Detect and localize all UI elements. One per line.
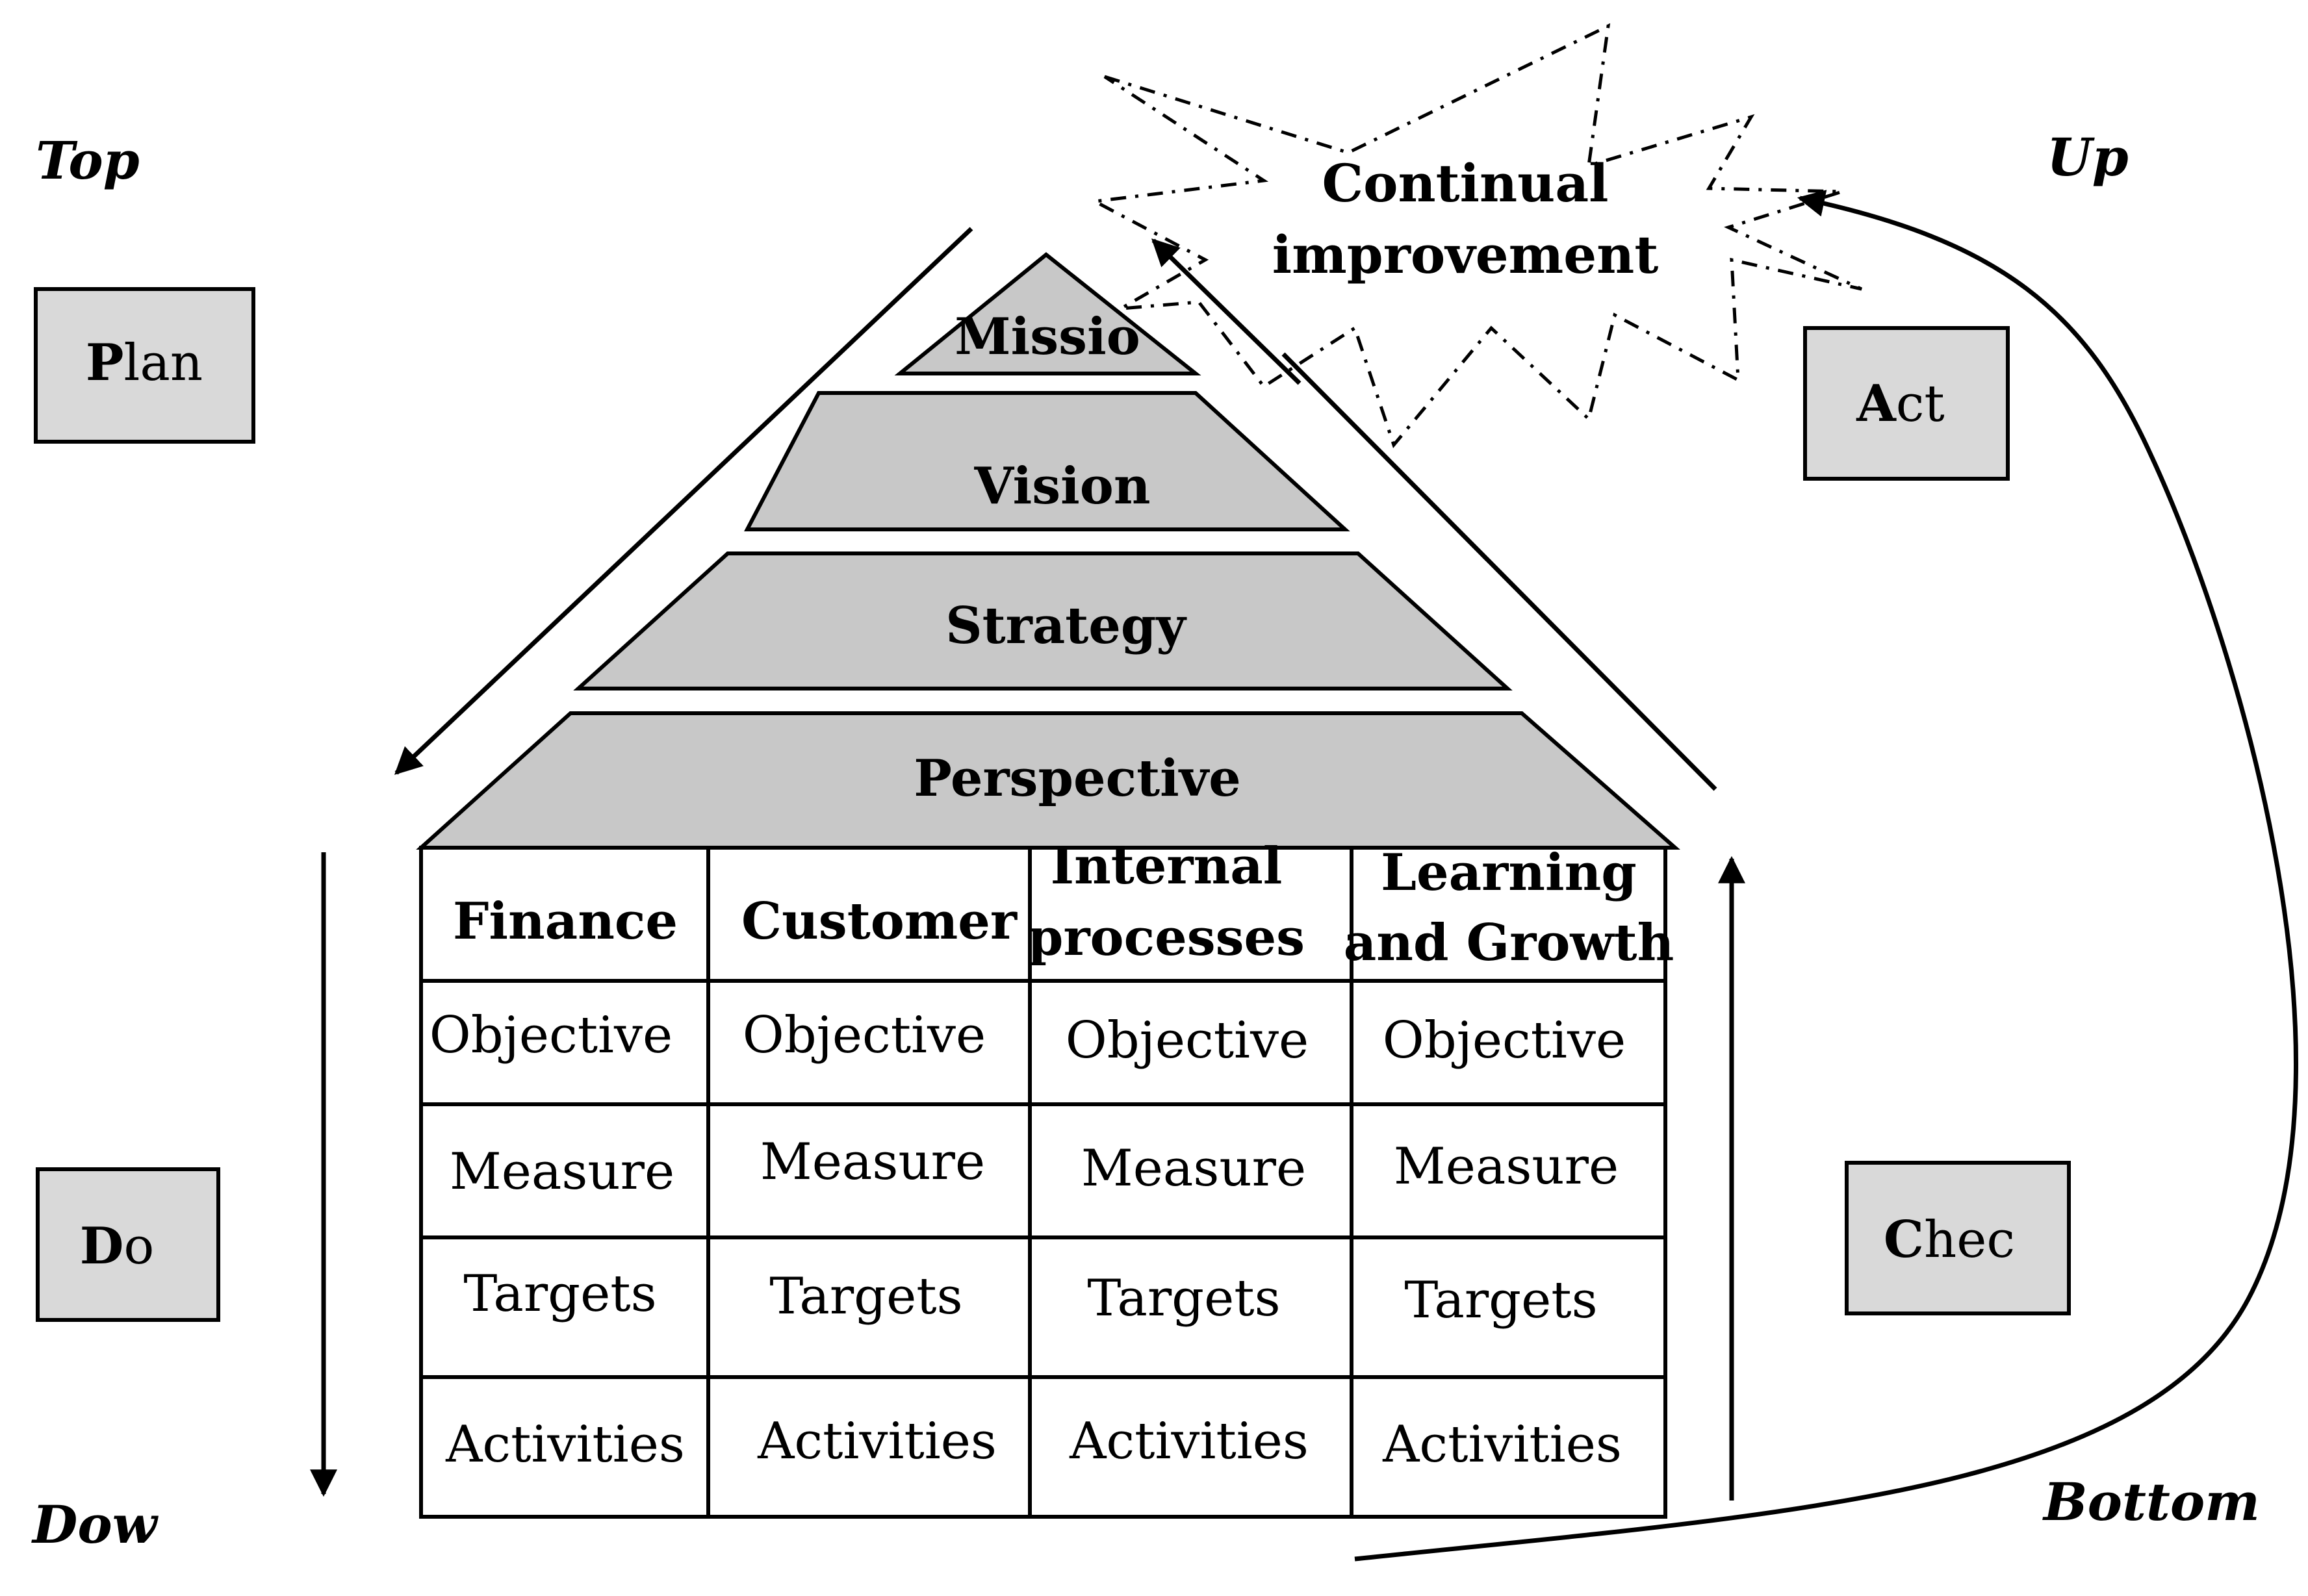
header-internal-line1: Internal <box>1051 837 1283 896</box>
do-box: Do <box>36 1167 220 1322</box>
check-rest: hec <box>1924 1211 2015 1269</box>
perspective-label: Perspective <box>914 749 1240 808</box>
cell-learning-activities: Activities <box>1382 1415 1622 1474</box>
act-rest: ct <box>1896 375 1945 433</box>
cell-learning-targets: Targets <box>1404 1271 1597 1330</box>
cell-customer-activities: Activities <box>757 1412 997 1471</box>
svg-text:Act: Act <box>1856 374 1945 433</box>
do-rest: o <box>123 1217 154 1276</box>
burst-line-1: Continual <box>1322 153 1608 214</box>
mission-label: Missio <box>955 307 1140 366</box>
act-box: Act <box>1803 326 2010 481</box>
pyramid: Missio Vision Strategy Perspective <box>416 252 1680 850</box>
check-to-act-curve-arrow <box>1354 190 2298 1562</box>
bottom-label: Bottom <box>2042 1471 2260 1532</box>
cell-finance-activities: Activities <box>445 1415 685 1474</box>
plan-initial: P <box>86 333 124 392</box>
vision-label: Vision <box>973 457 1150 516</box>
top-down-diagonal-arrow <box>394 227 973 775</box>
plan-rest: lan <box>123 334 203 392</box>
plan-box: Plan <box>34 287 255 444</box>
cell-internal-measure: Measure <box>1081 1139 1306 1198</box>
header-learning-line1: Learning <box>1381 843 1637 902</box>
bsc-table <box>419 846 1667 1519</box>
do-initial: D <box>80 1217 124 1276</box>
cell-customer-targets: Targets <box>769 1267 962 1326</box>
cell-finance-objective: Objective <box>430 1006 673 1065</box>
strategy-layer <box>573 551 1513 690</box>
svg-text:Plan: Plan <box>86 333 203 392</box>
cell-internal-objective: Objective <box>1066 1011 1309 1070</box>
cell-learning-objective: Objective <box>1383 1011 1626 1070</box>
improvement-burst <box>1089 23 1863 449</box>
cell-internal-targets: Targets <box>1087 1269 1280 1328</box>
check-initial: C <box>1884 1210 1924 1269</box>
svg-text:Chec: Chec <box>1884 1210 2015 1269</box>
mission-layer <box>894 252 1201 375</box>
cell-customer-objective: Objective <box>743 1006 986 1065</box>
cell-internal-activities: Activities <box>1069 1412 1309 1471</box>
up-label: Up <box>2047 127 2129 188</box>
cell-finance-targets: Targets <box>463 1265 656 1323</box>
perspective-layer <box>416 711 1680 850</box>
down-label: Dow <box>31 1494 159 1555</box>
act-initial: A <box>1856 374 1897 433</box>
top-label: Top <box>36 130 140 191</box>
strategy-label: Strategy <box>945 596 1187 655</box>
svg-text:Do: Do <box>80 1217 155 1276</box>
header-customer: Customer <box>741 892 1018 951</box>
burst-line-2: improvement <box>1272 224 1659 285</box>
check-box: Chec <box>1845 1161 2071 1315</box>
vision-layer <box>744 391 1350 531</box>
header-finance: Finance <box>453 892 678 951</box>
cell-finance-measure: Measure <box>450 1143 674 1201</box>
right-roof-line <box>1281 352 1717 791</box>
header-learning-line2: and Growth <box>1344 913 1674 972</box>
header-internal-line2: processes <box>1028 908 1305 967</box>
cell-learning-measure: Measure <box>1394 1137 1619 1196</box>
cell-customer-measure: Measure <box>760 1133 985 1191</box>
bottom-up-diagonal-arrow <box>1151 238 1301 385</box>
